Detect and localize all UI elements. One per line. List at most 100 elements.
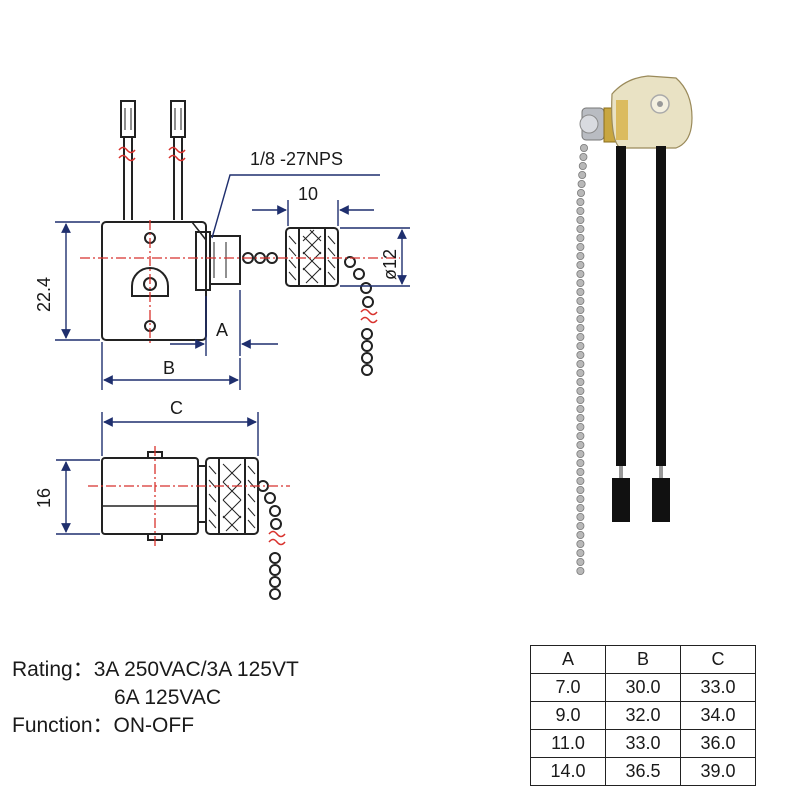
chain-bead <box>579 152 588 161</box>
table-header-c: C <box>680 645 756 674</box>
table-row: 7.0 30.0 33.0 <box>530 673 756 702</box>
chain-bead <box>576 323 585 332</box>
table-cell: 39.0 <box>680 757 756 786</box>
chain-bead <box>577 179 586 188</box>
chain-bead <box>576 404 585 413</box>
chain-bead <box>576 540 585 549</box>
chain-bead <box>576 359 585 368</box>
chain-bead <box>576 395 585 404</box>
specifications: Rating：3A 250VAC/3A 125VT 6A 125VAC Func… <box>12 656 299 740</box>
chain-bead <box>576 485 585 494</box>
table-cell: 34.0 <box>680 701 756 730</box>
rating-line1: 3A 250VAC/3A 125VT <box>93 658 299 681</box>
chain-bead <box>576 260 585 269</box>
function-value: ON-OFF <box>113 714 195 737</box>
dim-10-label: 10 <box>298 184 318 204</box>
chain-bead <box>576 522 585 531</box>
chain-bead <box>576 476 585 485</box>
chain-bead <box>576 440 585 449</box>
chain-bead <box>576 377 585 386</box>
technical-drawing: 1/8 -27NPS 10 ø12 22.4 A B <box>34 75 693 600</box>
chain-bead <box>576 422 585 431</box>
chain-bead <box>576 296 585 305</box>
chain-bead <box>576 413 585 422</box>
chain-bead <box>576 278 585 287</box>
chain-bead <box>576 197 585 206</box>
table-cell: 36.0 <box>680 729 756 758</box>
chain-bead <box>576 350 585 359</box>
center-lines-front <box>80 220 400 345</box>
table-cell: 36.5 <box>605 757 681 786</box>
table-cell: 7.0 <box>530 673 606 702</box>
center-lines-side <box>88 446 290 546</box>
table-cell: 32.0 <box>605 701 681 730</box>
chain-bead <box>576 503 585 512</box>
chain-bead <box>576 549 585 558</box>
table-header-b: B <box>605 645 681 674</box>
chain-bead <box>576 467 585 476</box>
pull-chain <box>576 143 589 576</box>
table-row: 9.0 32.0 34.0 <box>530 701 756 730</box>
table-cell: 33.0 <box>605 729 681 758</box>
chain-bead <box>576 242 585 251</box>
chain-bead <box>576 558 585 567</box>
chain-bead <box>577 188 586 197</box>
product-wire-right <box>656 146 666 466</box>
table-row: 14.0 36.5 39.0 <box>530 757 756 786</box>
knurled-pull <box>285 227 339 287</box>
chain-bead <box>576 513 585 522</box>
chain-bead <box>576 233 585 242</box>
chain-bead <box>576 567 585 576</box>
chain-bead <box>576 332 585 341</box>
front-view <box>101 100 378 376</box>
chain-bead <box>576 458 585 467</box>
chain-bead <box>576 449 585 458</box>
dimensions-front <box>55 174 410 390</box>
table-cell: 14.0 <box>530 757 606 786</box>
side-body <box>101 457 199 535</box>
chain-bead <box>576 494 585 503</box>
dim-16-label: 16 <box>34 488 54 508</box>
dim-a-label: A <box>216 320 228 340</box>
thread-label: 1/8 -27NPS <box>250 149 343 169</box>
dim-b-label: B <box>163 358 175 378</box>
chain-bead <box>576 531 585 540</box>
threaded-neck <box>209 235 241 285</box>
rating-line2: 6A 125VAC <box>114 686 222 709</box>
chain-bead <box>576 431 585 440</box>
wire-terminal-left <box>118 100 136 220</box>
side-view <box>101 451 286 600</box>
dimensions-side <box>56 412 259 535</box>
dim-height-label: 22.4 <box>34 277 54 312</box>
rating-label: Rating： <box>12 658 94 681</box>
product-housing <box>611 75 693 149</box>
dim-diameter-label: ø12 <box>380 249 400 280</box>
chain-bead <box>578 170 587 179</box>
table-header-a: A <box>530 645 606 674</box>
chain-bead <box>580 143 589 152</box>
chain-bead <box>576 206 585 215</box>
dimension-table: A B C 7.0 30.0 33.0 9.0 32.0 34.0 11.0 3… <box>530 645 756 786</box>
table-row: 11.0 33.0 36.0 <box>530 729 756 758</box>
table-cell: 11.0 <box>530 729 606 758</box>
product-wire-left <box>616 146 626 466</box>
chain-bead <box>576 215 585 224</box>
function-label: Function： <box>12 714 114 737</box>
chain-bead <box>576 287 585 296</box>
table-cell: 9.0 <box>530 701 606 730</box>
switch-body <box>101 221 207 341</box>
chain-bead <box>576 251 585 260</box>
wire-terminal-right <box>168 100 186 220</box>
chain-bead <box>578 161 587 170</box>
chain-bead <box>576 341 585 350</box>
side-knurled-pull <box>205 457 259 535</box>
product-photo <box>576 75 693 576</box>
chain-bead <box>576 314 585 323</box>
dim-c-label: C <box>170 398 183 418</box>
chain-bead <box>576 305 585 314</box>
chain-bead <box>576 269 585 278</box>
chain-bead <box>576 224 585 233</box>
chain-bead <box>576 386 585 395</box>
table-header-row: A B C <box>530 645 756 674</box>
table-cell: 33.0 <box>680 673 756 702</box>
